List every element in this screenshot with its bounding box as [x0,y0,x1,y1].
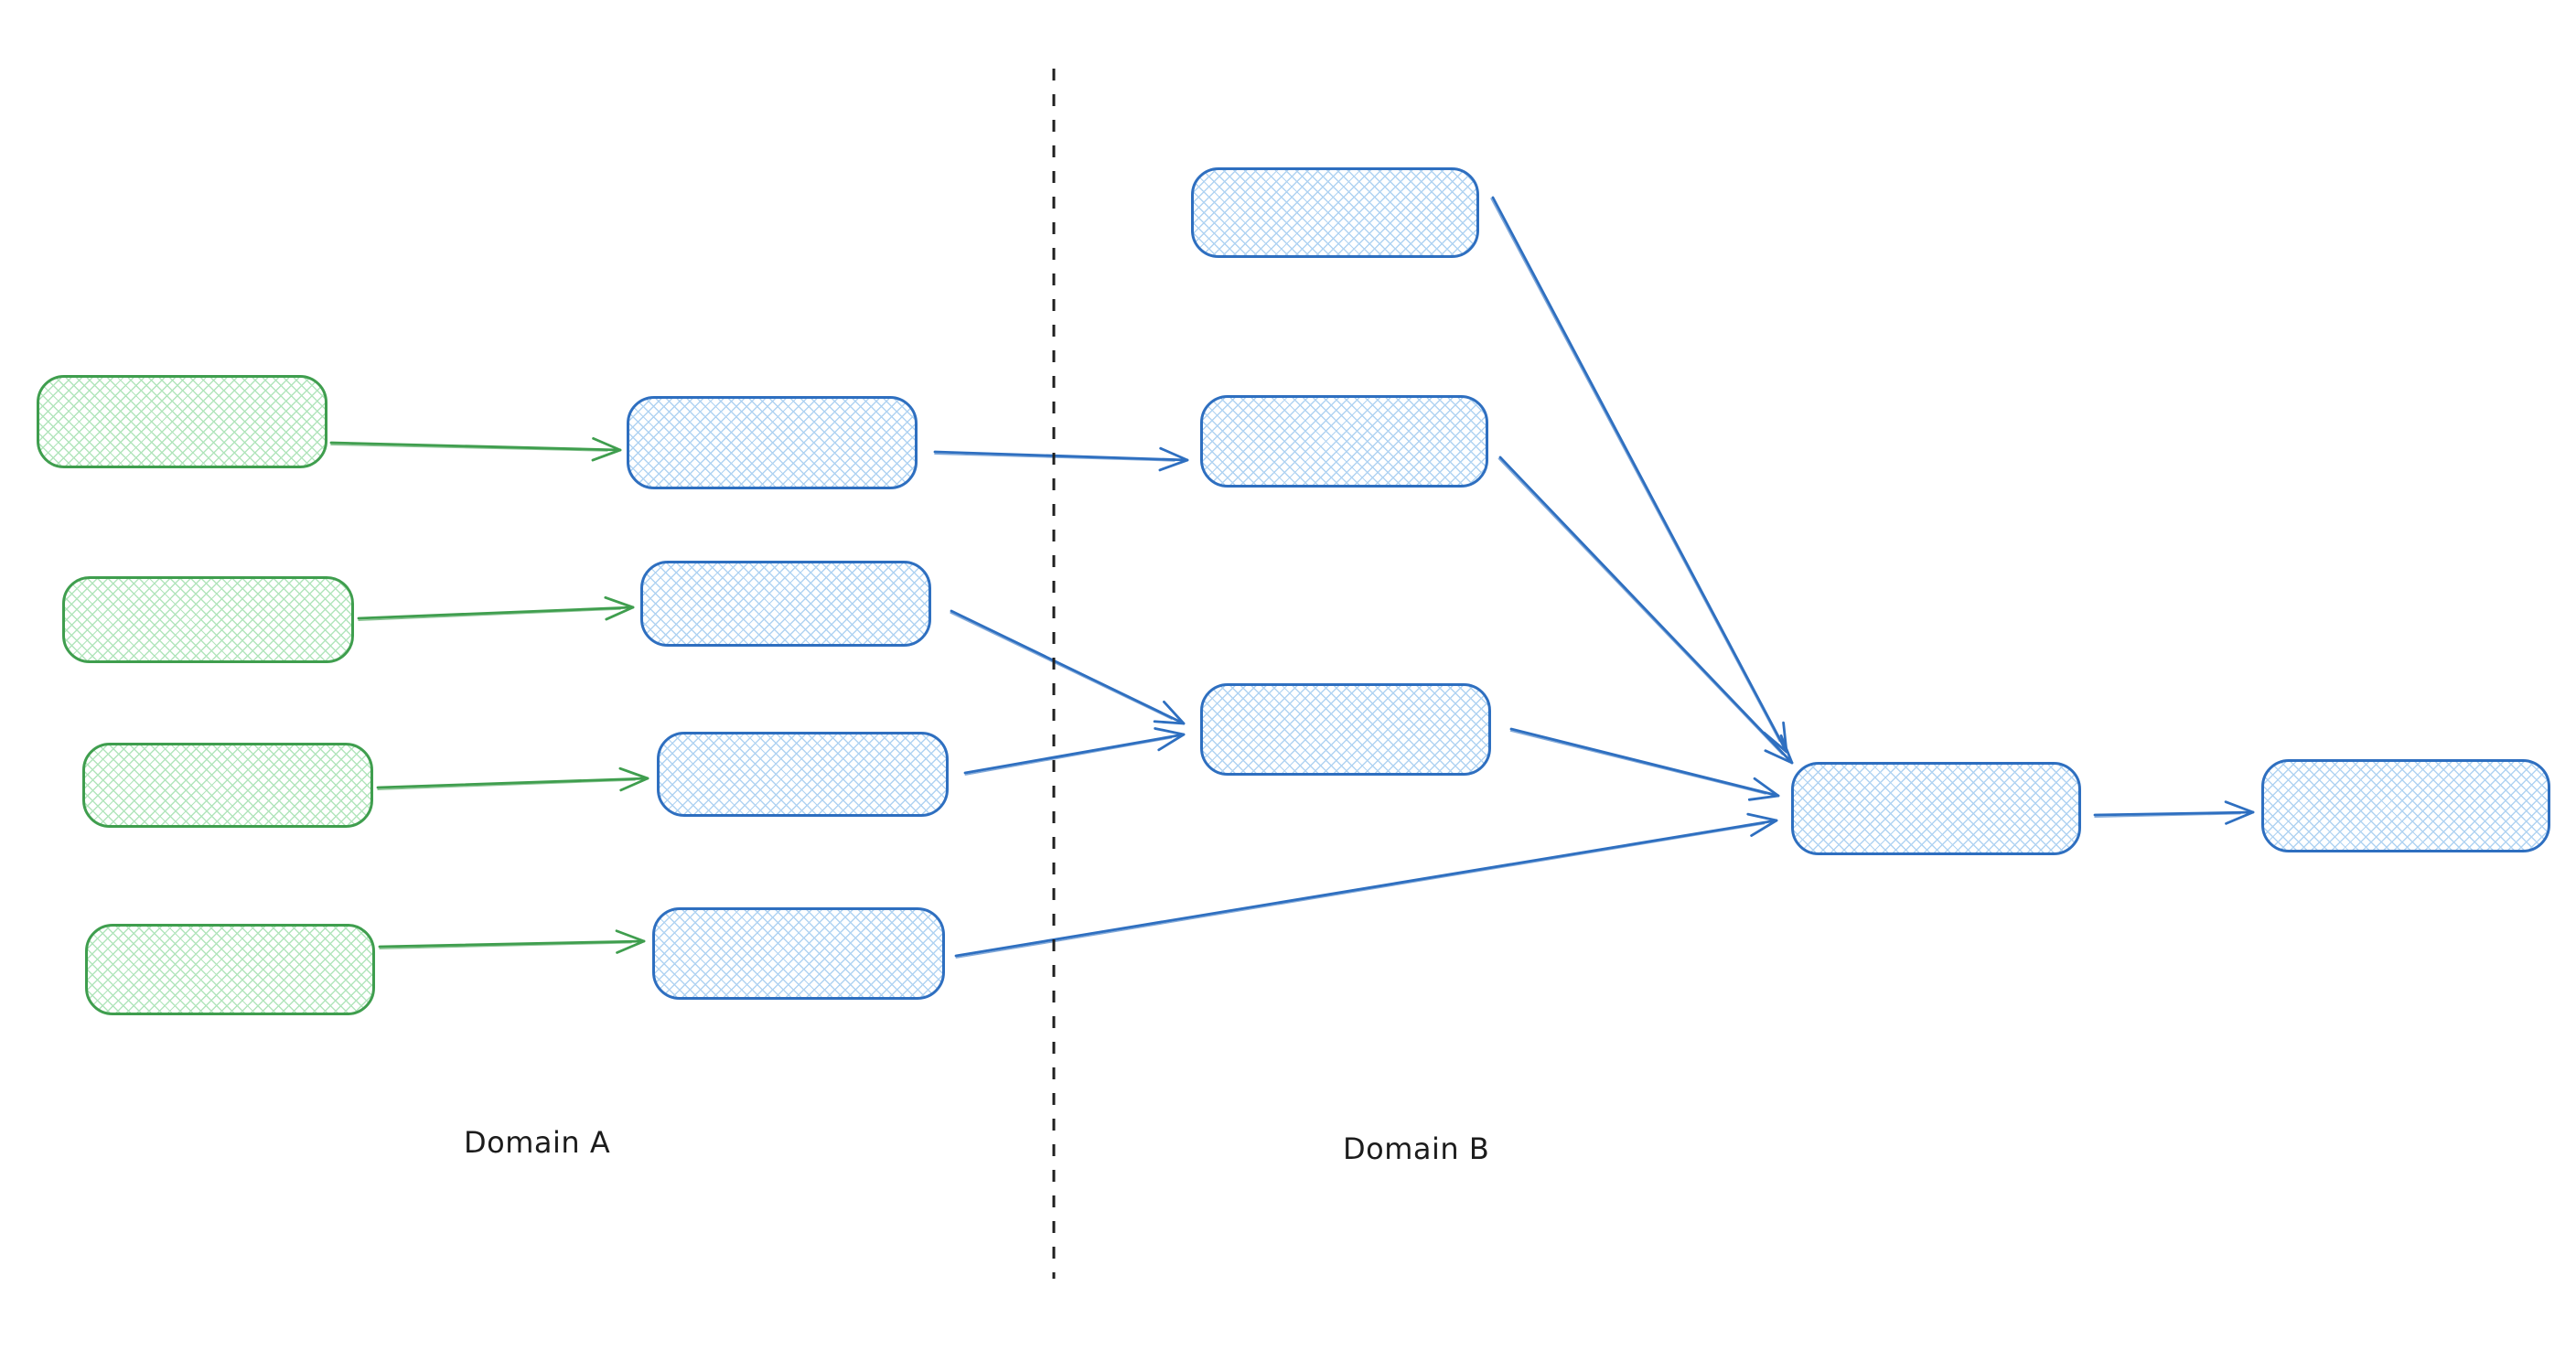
node-a-source-1[interactable] [37,375,327,468]
edge-a-process-2-to-b-node-3 [950,609,1186,725]
edge-a-source-2-to-a-process-2 [357,595,635,621]
node-b-merge[interactable] [1791,762,2081,855]
edge-a-process-1-to-b-node-2 [933,446,1189,472]
edge-b-node-2-to-b-merge [1497,456,1794,765]
node-a-process-2[interactable] [640,561,931,647]
node-a-source-2[interactable] [62,576,354,663]
node-b-node-3[interactable] [1200,683,1491,776]
node-a-source-3[interactable] [82,743,373,828]
edge-a-process-4-to-b-merge [954,812,1778,959]
edge-b-merge-to-b-output [2093,800,2255,825]
node-a-process-4[interactable] [652,907,945,1000]
edge-b-node-3-to-b-merge [1509,727,1780,801]
domain-a-label: Domain A [464,1125,611,1160]
edge-a-source-3-to-a-process-3 [376,766,649,792]
node-a-process-1[interactable] [627,396,918,489]
node-b-node-1[interactable] [1191,167,1479,258]
domain-b-label: Domain B [1343,1131,1490,1166]
edge-a-source-4-to-a-process-4 [378,929,646,954]
edge-b-node-1-to-b-merge [1490,196,1788,754]
node-b-node-2[interactable] [1200,395,1488,488]
node-a-source-4[interactable] [85,924,375,1015]
edge-a-process-3-to-b-node-3 [963,727,1186,776]
node-a-process-3[interactable] [657,732,949,817]
edge-a-source-1-to-a-process-1 [329,436,622,462]
node-b-output[interactable] [2261,759,2550,852]
